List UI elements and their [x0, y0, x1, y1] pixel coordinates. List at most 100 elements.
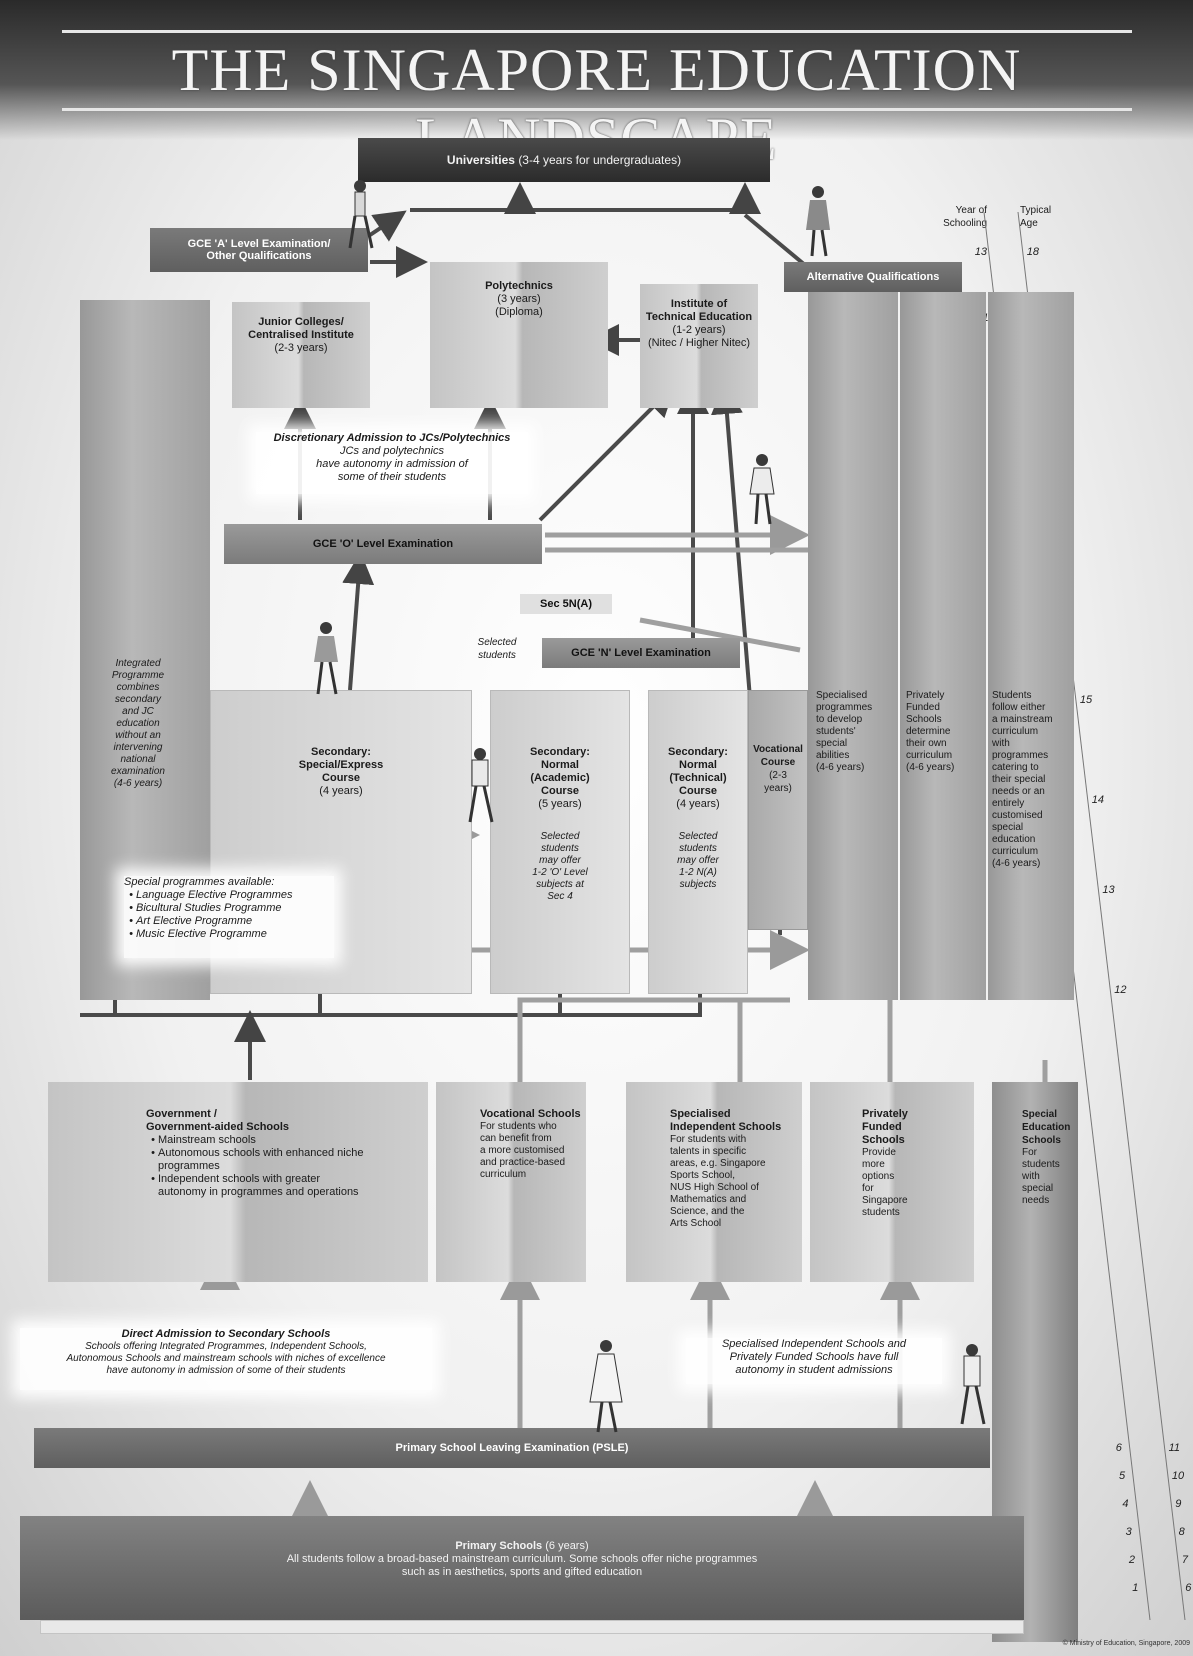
universities-box: Universities (3-4 years for undergraduat… — [358, 138, 770, 182]
special-education-text-line: curriculum — [992, 846, 1039, 857]
voc-schools-line: curriculum — [480, 1169, 527, 1180]
sped-title-line: Special — [1022, 1109, 1058, 1120]
sis-pfs-note-line: Specialised Independent Schools and — [721, 1338, 907, 1350]
pfs-line: Provide — [862, 1147, 896, 1158]
ip-text-line: Integrated — [115, 658, 161, 669]
ite-award: (Nitec / Higher Nitec) — [647, 337, 751, 349]
ip-text-line: Programme — [111, 670, 165, 681]
voc-course-duration-2: years) — [764, 783, 792, 794]
year-of-schooling-tick: 5 — [1119, 1470, 1126, 1482]
typical-age-tick: 8 — [1178, 1526, 1185, 1538]
special-education-text-line: Students — [992, 690, 1032, 701]
ip-text-line: without an — [115, 730, 161, 741]
sec-express-line3: Course — [322, 772, 360, 784]
sec-nt-note-line: Selected — [678, 831, 718, 842]
typical-age-tick: 7 — [1181, 1554, 1188, 1566]
voc-schools-line: a more customised — [480, 1145, 565, 1156]
year-of-schooling-tick: 2 — [1128, 1554, 1136, 1566]
gce-a-level-bar: GCE 'A' Level Examination/ Other Qualifi… — [150, 228, 368, 272]
privately-funded-text-line: their own — [906, 738, 947, 749]
special-education-text-line: education — [992, 834, 1036, 845]
student-figure — [749, 454, 775, 525]
specialised-text-line: to develop — [816, 714, 863, 725]
sped-line: needs — [1022, 1195, 1050, 1206]
sec-na-note-line: may offer — [539, 855, 581, 866]
sec-nt-note-line: 1-2 N(A) — [679, 867, 717, 878]
sec-na-note-line: students — [541, 843, 579, 854]
gce-a-line1: GCE 'A' Level Examination/ — [187, 238, 331, 250]
jc-name-line1: Junior Colleges/ — [258, 316, 344, 328]
sec-na-note-line: Selected — [540, 831, 580, 842]
special-programmes-title: Special programmes available: — [124, 876, 275, 888]
sped-line: For — [1022, 1147, 1037, 1158]
sec-nt-note-line: subjects — [679, 879, 717, 890]
ite-name-line1: Institute of — [670, 298, 728, 310]
primary-name: Primary Schools — [455, 1540, 543, 1552]
sec-na-note-line: 1-2 'O' Level — [532, 867, 588, 878]
secondary-normal-technical-box: Secondary: Normal (Technical) Course (4 … — [648, 690, 748, 994]
sec-express-line2: Special/Express — [298, 759, 384, 771]
typical-age-tick: 14 — [1091, 794, 1104, 806]
sis-line: NUS High School of — [670, 1182, 759, 1193]
title-rule-top — [62, 30, 1132, 33]
sped-title-line: Education — [1022, 1122, 1071, 1133]
special-programme-item: Music Elective Programme — [136, 928, 334, 941]
student-figure — [348, 180, 374, 249]
dsa-line: Autonomous Schools and mainstream school… — [66, 1353, 386, 1364]
privately-funded-text-line: (4-6 years) — [906, 762, 955, 773]
vocational-course-box: Vocational Course (2-3 years) — [748, 690, 808, 930]
primary-duration: (6 years) — [545, 1540, 589, 1552]
ite-duration: (1-2 years) — [672, 324, 726, 336]
discretionary-line2: have autonomy in admission of — [316, 458, 468, 470]
special-education-text-line: catering to — [992, 762, 1039, 773]
typical-age-tick: 15 — [1079, 694, 1093, 706]
voc-course-duration-1: (2-3 — [769, 770, 787, 781]
sec-na-line3: (Academic) — [530, 772, 590, 784]
special-education-text-line: needs or an — [992, 786, 1045, 797]
discretionary-admission-note: Discretionary Admission to JCs/Polytechn… — [256, 432, 528, 494]
sis-line: areas, e.g. Singapore — [670, 1158, 766, 1169]
ite-name-line2: Technical Education — [645, 311, 753, 323]
special-education-column — [988, 292, 1074, 1000]
gov-title-line2: Government-aided Schools — [146, 1121, 290, 1133]
sec-na-note-line: subjects at — [536, 879, 584, 890]
gov-title-line1: Government / — [146, 1108, 217, 1120]
student-figure — [314, 622, 338, 695]
pfs-line: for — [862, 1183, 874, 1194]
title-rule-bottom — [62, 108, 1132, 111]
student-figure — [468, 748, 494, 823]
psle-bar: Primary School Leaving Examination (PSLE… — [34, 1428, 990, 1468]
universities-detail: (3-4 years for undergraduates) — [518, 153, 682, 167]
gce-o-level-bar: GCE 'O' Level Examination — [224, 524, 542, 564]
specialised-programmes-column — [808, 292, 898, 1000]
voc-schools-title: Vocational Schools — [480, 1108, 581, 1120]
sis-line: Science, and the — [670, 1206, 745, 1217]
sec-express-line1: Secondary: — [311, 746, 371, 758]
typical-age-tick: 18 — [1026, 246, 1039, 258]
ip-text-line: national — [120, 754, 156, 765]
sis-line: Mathematics and — [670, 1194, 747, 1205]
pfs-title-line: Funded — [862, 1121, 902, 1133]
privately-funded-text-line: determine — [906, 726, 951, 737]
typical-age-label: Typical Age — [1020, 205, 1052, 229]
polytechnics-box: Polytechnics (3 years) (Diploma) — [430, 262, 608, 408]
sped-line: students — [1022, 1159, 1060, 1170]
poly-award: (Diploma) — [495, 306, 543, 318]
selected-students-line1: Selected — [477, 637, 517, 648]
special-education-text-line: entirely — [992, 798, 1025, 809]
sis-title-line1: Specialised — [670, 1108, 731, 1120]
sec-nt-note-line: students — [679, 843, 717, 854]
special-education-text-line: with — [992, 738, 1010, 749]
primary-line2: such as in aesthetics, sports and gifted… — [401, 1566, 643, 1578]
pfs-line: more — [862, 1159, 885, 1170]
ite-box: Institute of Technical Education (1-2 ye… — [640, 284, 758, 408]
sec-na-note-line: Sec 4 — [547, 891, 573, 902]
